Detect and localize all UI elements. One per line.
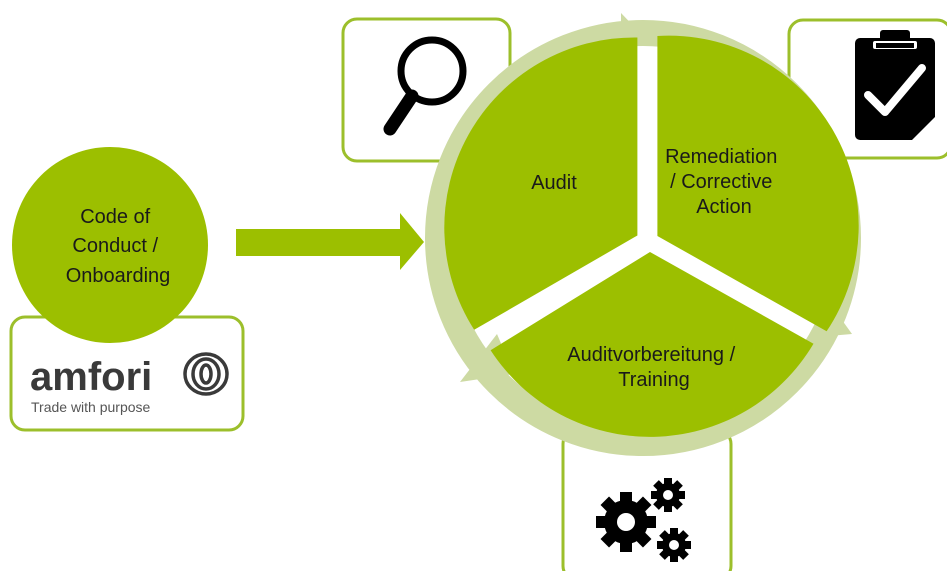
flow-arrow bbox=[236, 213, 424, 270]
training-label: Auditvorbereitung / Training bbox=[567, 344, 740, 391]
segment-audit bbox=[444, 37, 638, 330]
segment-remediation bbox=[657, 35, 859, 332]
gear-small-bottom bbox=[657, 528, 691, 562]
amfori-rings-icon bbox=[183, 352, 229, 396]
gears-icon bbox=[596, 478, 691, 562]
amfori-logo: amfori Trade with purpose bbox=[30, 352, 229, 415]
cycle-segments bbox=[444, 35, 859, 437]
amfori-logo-box: amfori Trade with purpose bbox=[9, 315, 245, 432]
magnifier-icon bbox=[383, 36, 467, 136]
logo-tagline: Trade with purpose bbox=[31, 399, 151, 415]
gear-small-top bbox=[651, 478, 685, 512]
segment-training bbox=[490, 252, 814, 437]
onboarding-node: Code of Conduct / Onboarding bbox=[12, 147, 208, 343]
remediation-label: Remediation / Corrective Action bbox=[665, 146, 783, 218]
onboarding-label: Code of Conduct / Onboarding bbox=[66, 206, 171, 287]
gear-large bbox=[596, 492, 656, 552]
training-icon-box bbox=[561, 428, 733, 571]
audit-label: Audit bbox=[531, 172, 577, 194]
logo-word: amfori bbox=[30, 355, 152, 399]
clipboard-check-icon bbox=[855, 30, 935, 140]
